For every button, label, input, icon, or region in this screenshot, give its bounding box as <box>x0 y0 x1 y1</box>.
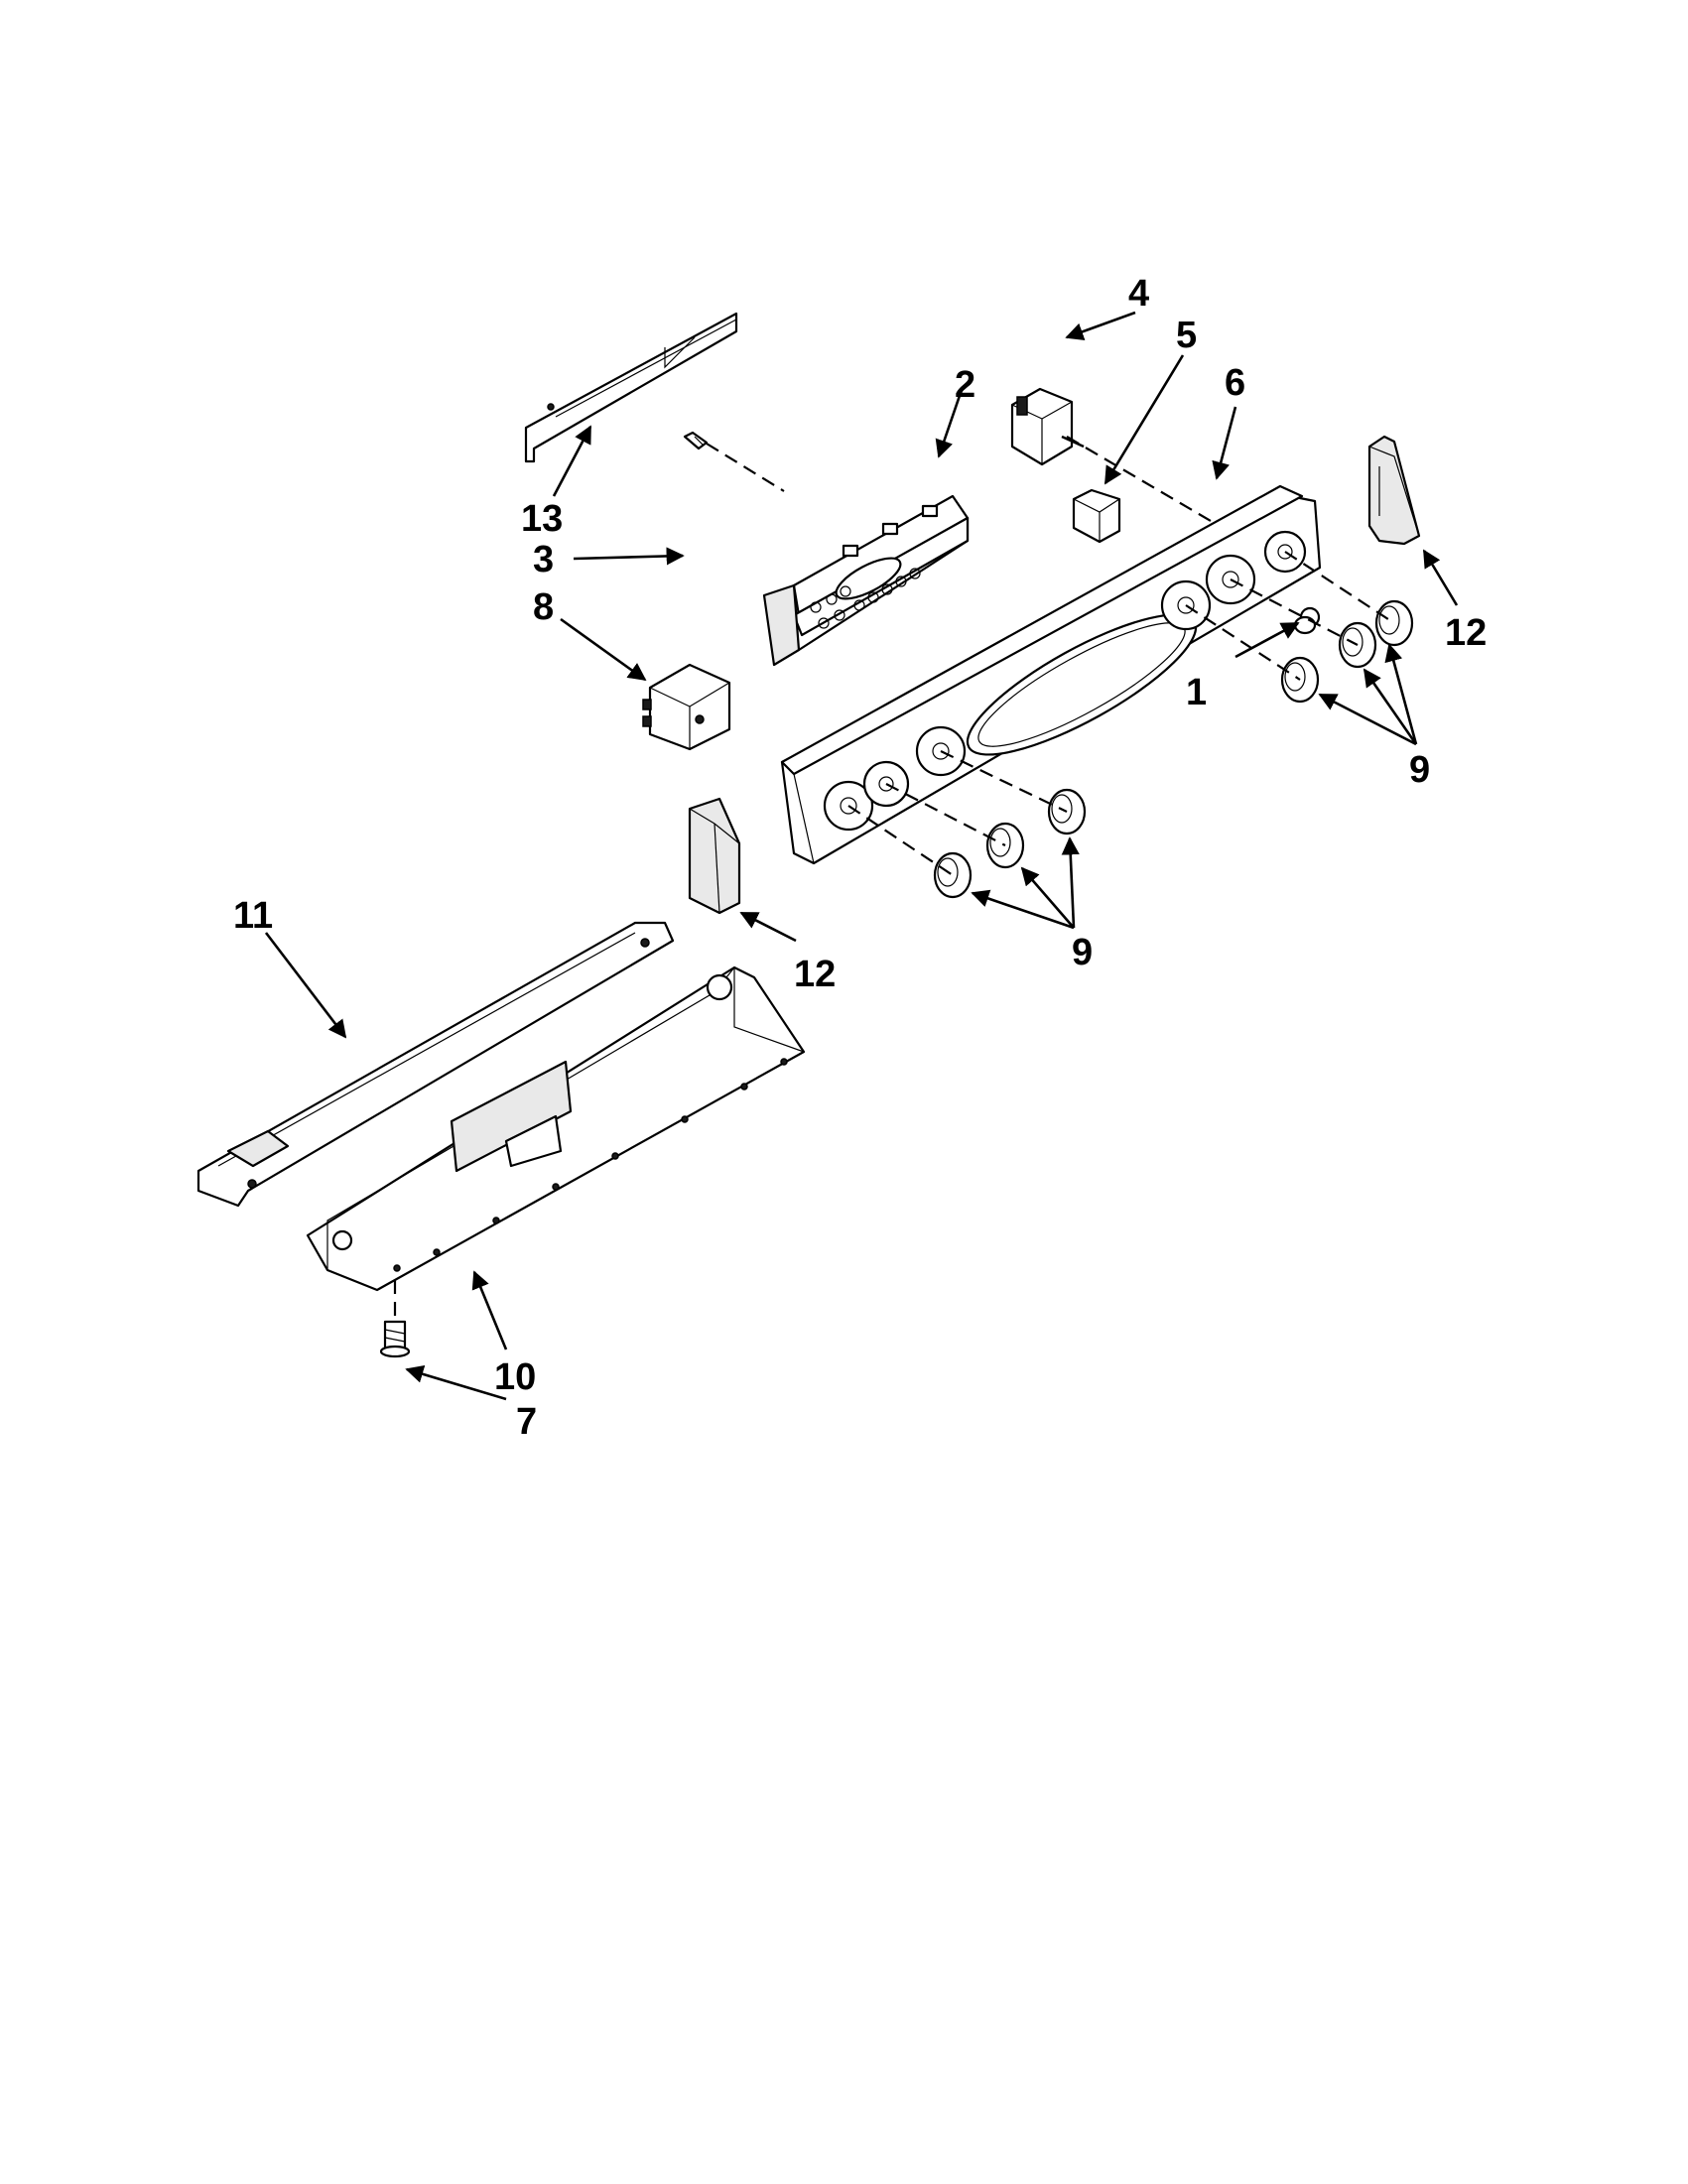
callout-12-left: 12 <box>794 954 836 995</box>
callout-13: 13 <box>521 498 563 540</box>
switch-icon <box>642 663 731 751</box>
callout-6: 6 <box>1225 362 1245 404</box>
leader-lines <box>264 311 1459 1401</box>
switch-icon <box>1010 387 1085 466</box>
indicator-light-icon <box>1293 615 1317 635</box>
callout-labels: 13 3 8 2 4 5 6 12 1 9 12 9 11 10 7 <box>233 273 1487 1443</box>
knob-icon <box>933 788 1087 899</box>
callout-10: 10 <box>494 1356 536 1398</box>
screw-icon <box>683 431 709 450</box>
callout-5: 5 <box>1176 315 1197 356</box>
end-cap-icon <box>1367 435 1421 546</box>
callout-9-left: 9 <box>1072 932 1093 973</box>
end-cap-icon <box>688 797 741 915</box>
callout-8: 8 <box>533 586 554 628</box>
shield-icon <box>524 312 738 463</box>
switch-icon <box>1072 488 1121 544</box>
screw-icon <box>379 1320 411 1358</box>
callout-4: 4 <box>1128 273 1149 315</box>
callout-1: 1 <box>1186 672 1207 713</box>
callout-9-right: 9 <box>1409 749 1430 791</box>
assembly-lines <box>393 436 1395 1322</box>
electronic-control-board-icon <box>762 494 970 667</box>
callout-3: 3 <box>533 539 554 580</box>
mounting-bracket-icon <box>306 965 806 1292</box>
shield-icon <box>196 921 675 1208</box>
callout-11: 11 <box>233 895 273 937</box>
callout-7: 7 <box>516 1401 537 1443</box>
callout-12-right: 12 <box>1445 612 1487 654</box>
control-panel-icon <box>780 484 1322 865</box>
callout-2: 2 <box>955 364 975 406</box>
